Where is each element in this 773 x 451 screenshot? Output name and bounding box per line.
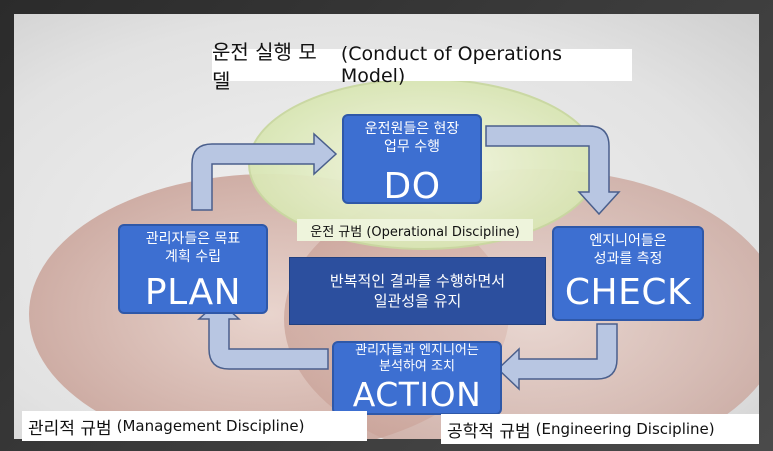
center-line2: 일관성을 유지 [373, 292, 462, 310]
management-discipline-label: 관리적 규범 (Management Discipline) [22, 411, 367, 441]
engineering-discipline-english: (Engineering Discipline) [535, 420, 715, 438]
do-label: DO [383, 166, 441, 207]
slide: 운전 실행 모델 (Conduct of Operations Model) 운… [14, 14, 759, 439]
engineering-discipline-label: 공학적 규범 (Engineering Discipline) [441, 414, 759, 444]
do-box: 운전원들은 현장 업무 수행 DO [342, 114, 482, 207]
engineering-discipline-korean: 공학적 규범 [447, 421, 531, 442]
diagram-title: 운전 실행 모델 (Conduct of Operations Model) [212, 40, 632, 93]
arrow-action-to-plan [197, 299, 329, 370]
center-line1: 반복적인 결과를 수행하면서 [329, 272, 506, 290]
center-message: 반복적인 결과를 수행하면서 일관성을 유지 [289, 257, 546, 325]
arrow-check-to-action [496, 323, 618, 391]
action-box: 관리자들과 엔지니어는 분석하여 조치 ACTION [332, 341, 502, 415]
management-discipline-korean: 관리적 규범 [28, 418, 112, 439]
operational-discipline-label: 운전 규범 (Operational Discipline) [297, 219, 533, 241]
check-box: 엔지니어들은 성과를 측정 CHECK [552, 226, 704, 321]
check-description-line1: 엔지니어들은 [589, 233, 667, 249]
check-description-line2: 성과를 측정 [593, 251, 663, 267]
do-description-line1: 운전원들은 현장 [364, 121, 460, 137]
arrow-plan-to-do [191, 132, 338, 211]
plan-description-line1: 관리자들은 목표 [145, 231, 241, 247]
action-description-line1: 관리자들과 엔지니어는 [355, 343, 479, 358]
plan-box: 관리자들은 목표 계획 수립 PLAN [118, 224, 268, 314]
arrow-do-to-check [485, 125, 621, 216]
title-english: (Conduct of Operations Model) [340, 43, 563, 87]
plan-label: PLAN [144, 272, 242, 313]
title-korean: 운전 실행 모델 [212, 40, 317, 93]
action-description-line2: 분석하여 조치 [379, 359, 455, 374]
action-label: ACTION [352, 375, 482, 414]
do-description-line2: 업무 수행 [384, 139, 440, 155]
management-discipline-english: (Management Discipline) [116, 417, 305, 435]
plan-description-line2: 계획 수립 [165, 249, 221, 265]
check-label: CHECK [564, 272, 692, 313]
